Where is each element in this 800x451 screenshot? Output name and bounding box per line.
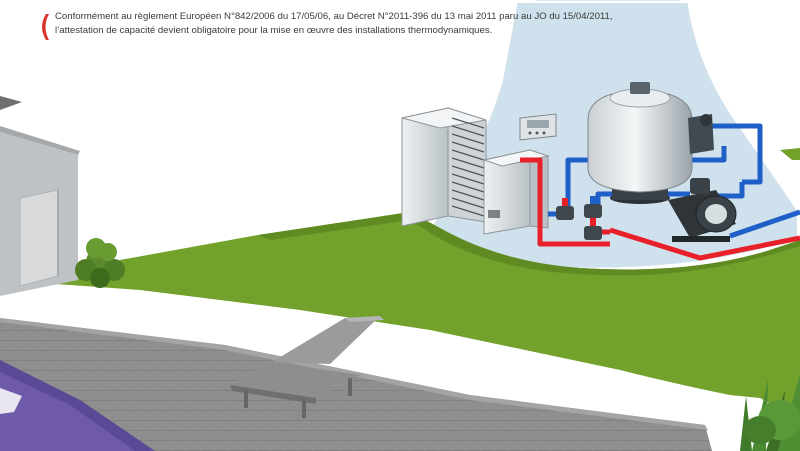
regulation-notice-line-2: l’attestation de capacité devient obliga… (55, 25, 493, 36)
sun-lounger (230, 316, 384, 418)
regulation-notice: Conformément au règlement Européen N°842… (55, 10, 613, 38)
control-panel (519, 113, 557, 141)
valves (556, 196, 602, 240)
regulation-notice-line-1: Conformément au règlement Européen N°842… (55, 11, 613, 22)
bush (75, 238, 125, 288)
house (0, 96, 80, 296)
outdoor-condenser-unit (401, 107, 487, 227)
pool-deck (0, 318, 712, 451)
accent-mark (42, 14, 49, 40)
sand-filter (587, 82, 714, 204)
plant (740, 375, 800, 451)
lawn (0, 148, 800, 420)
pool (0, 360, 155, 451)
pool-pump (668, 178, 737, 242)
